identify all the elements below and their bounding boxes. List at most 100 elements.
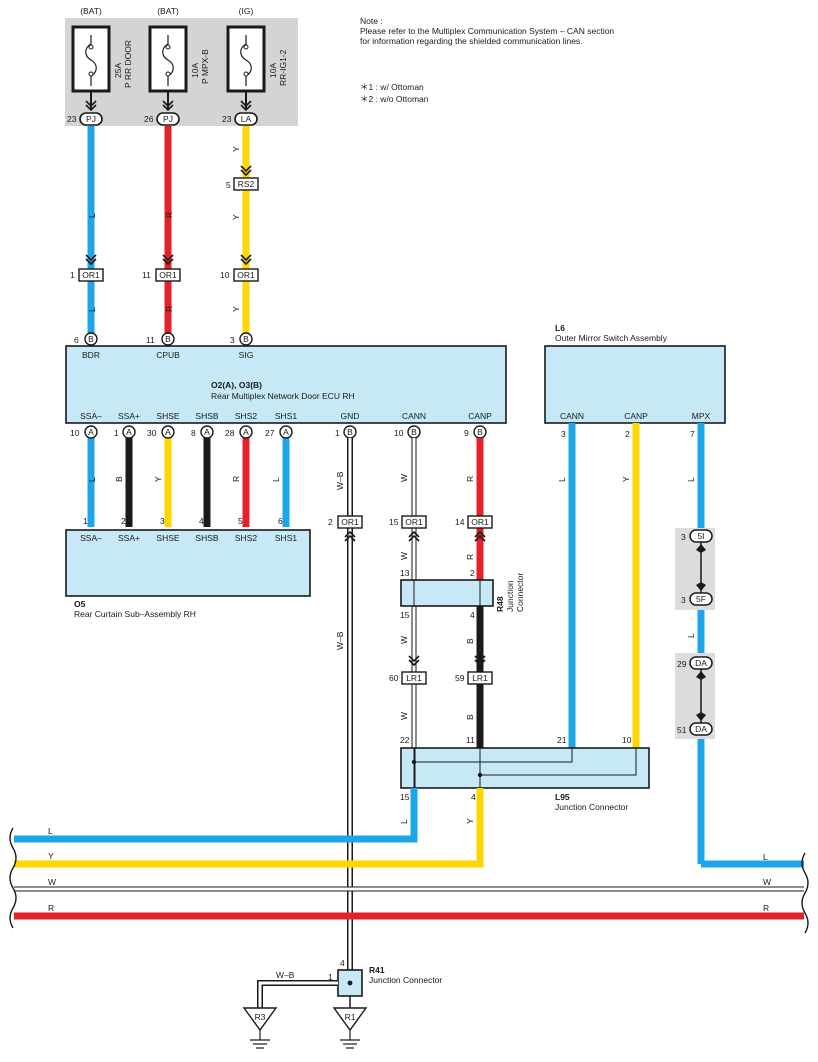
svg-text:29: 29 bbox=[677, 659, 687, 669]
svg-text:27: 27 bbox=[265, 428, 275, 438]
bus-label-l: L bbox=[48, 826, 53, 836]
svg-text:2: 2 bbox=[328, 517, 333, 527]
svg-text:1: 1 bbox=[70, 270, 75, 280]
svg-text:9: 9 bbox=[464, 428, 469, 438]
wire-color-label: L bbox=[87, 477, 97, 482]
l95-pin: 10 bbox=[622, 735, 632, 745]
r48-pin: 15 bbox=[400, 610, 410, 620]
fuse-rating: 10A bbox=[190, 63, 200, 78]
l6-terminal: CANN bbox=[560, 411, 584, 421]
bus-lines bbox=[14, 860, 804, 920]
wire-gnd-r3 bbox=[257, 980, 338, 1008]
wire-color-label: Y bbox=[231, 306, 241, 312]
ecu-pin-b-11: 11 B bbox=[146, 332, 175, 346]
svg-text:R1: R1 bbox=[345, 1012, 356, 1022]
svg-text:10: 10 bbox=[70, 428, 80, 438]
svg-text:A: A bbox=[165, 427, 171, 437]
break-marker-left bbox=[9, 827, 17, 929]
wire-color-label: W bbox=[399, 712, 409, 720]
svg-text:PJ: PJ bbox=[163, 114, 173, 124]
note-heading: Note : bbox=[360, 16, 383, 26]
connector-5i: 3 5I bbox=[681, 529, 713, 543]
wire-color-label: B bbox=[465, 638, 475, 644]
fuse-name: RR-IG1-2 bbox=[278, 49, 288, 86]
wire-color-label: B bbox=[114, 476, 124, 482]
wire-color-label: L bbox=[686, 633, 696, 638]
ecu-box bbox=[65, 345, 507, 424]
note-block: Note : Please refer to the Multiplex Com… bbox=[360, 16, 614, 104]
svg-text:OR1: OR1 bbox=[159, 270, 177, 280]
o5-id: O5 bbox=[74, 599, 86, 609]
svg-text:B: B bbox=[477, 427, 483, 437]
svg-text:2: 2 bbox=[121, 516, 126, 526]
svg-text:B: B bbox=[243, 334, 249, 344]
bus-label-w: W bbox=[48, 877, 56, 887]
l95-box bbox=[400, 747, 650, 789]
svg-text:A: A bbox=[243, 427, 249, 437]
svg-text:B: B bbox=[347, 427, 353, 437]
r48-pin: 13 bbox=[400, 568, 410, 578]
svg-text:LR1: LR1 bbox=[406, 673, 422, 683]
connector-lr1-59: 59 LR1 bbox=[455, 671, 493, 685]
svg-text:6: 6 bbox=[74, 335, 79, 345]
svg-text:5I: 5I bbox=[697, 531, 704, 541]
svg-text:SSA+: SSA+ bbox=[118, 533, 140, 543]
svg-text:OR1: OR1 bbox=[341, 517, 359, 527]
ecu-terminal-bdr: BDR bbox=[82, 350, 100, 360]
wire-color-label: L bbox=[686, 477, 696, 482]
connector-or1-1: 1 OR1 bbox=[70, 268, 104, 282]
connector-pj-23: 23 PJ bbox=[67, 112, 103, 126]
wire-color-label: L bbox=[87, 213, 97, 218]
wire-color-label: W bbox=[399, 636, 409, 644]
r48-box bbox=[400, 579, 494, 607]
wire-color-label: Y bbox=[621, 476, 631, 482]
connector-da-29: 29 DA bbox=[677, 656, 713, 670]
svg-text:SHS2: SHS2 bbox=[235, 533, 257, 543]
svg-text:SHSB: SHSB bbox=[195, 533, 218, 543]
bus-label-r: R bbox=[48, 903, 54, 913]
svg-text:CANN: CANN bbox=[402, 411, 426, 421]
ecu-pin-b-3: 3 B bbox=[230, 332, 253, 346]
wire-color-label: W–B bbox=[276, 970, 295, 980]
connector-la-23: 23 LA bbox=[222, 112, 258, 126]
svg-text:3: 3 bbox=[681, 595, 686, 605]
wire-color-label: R bbox=[164, 306, 174, 312]
svg-text:OR1: OR1 bbox=[405, 517, 423, 527]
wire-color-label: W bbox=[399, 552, 409, 560]
svg-text:28: 28 bbox=[225, 428, 235, 438]
r48-label: R48 Junction Connector bbox=[495, 573, 525, 612]
svg-text:R3: R3 bbox=[255, 1012, 266, 1022]
svg-text:10: 10 bbox=[394, 428, 404, 438]
o5-box bbox=[65, 529, 311, 597]
svg-text:OR1: OR1 bbox=[471, 517, 489, 527]
svg-text:B: B bbox=[165, 334, 171, 344]
note-option: ＊2 : w/o Ottoman bbox=[360, 94, 429, 104]
l95-internal-wiring bbox=[413, 748, 637, 788]
r48-pin: 4 bbox=[470, 610, 475, 620]
wire-l95-l bbox=[14, 788, 418, 843]
wire-color-label: Y bbox=[153, 476, 163, 482]
bus-label-w: W bbox=[763, 877, 771, 887]
svg-text:A: A bbox=[204, 427, 210, 437]
svg-text:11: 11 bbox=[142, 270, 151, 280]
wire-color-label: Y bbox=[465, 818, 475, 824]
r41-name: Junction Connector bbox=[369, 975, 442, 985]
ecu-id: O2(A), O3(B) bbox=[211, 380, 262, 390]
svg-text:5F: 5F bbox=[696, 594, 706, 604]
fuse-bat-2: (BAT) 10A P MPX-B bbox=[148, 6, 210, 93]
svg-text:SHS2: SHS2 bbox=[235, 411, 257, 421]
svg-text:51: 51 bbox=[677, 725, 687, 735]
svg-text:5: 5 bbox=[226, 180, 231, 190]
svg-text:11: 11 bbox=[146, 335, 155, 345]
fuse-source-label: (IG) bbox=[239, 6, 254, 16]
ecu-terminal-sig: SIG bbox=[239, 350, 254, 360]
wire-color-label: R bbox=[465, 554, 475, 560]
svg-text:8: 8 bbox=[191, 428, 196, 438]
svg-text:B: B bbox=[411, 427, 417, 437]
svg-text:SHSE: SHSE bbox=[156, 411, 179, 421]
connector-5f: 3 5F bbox=[681, 592, 713, 606]
l6-pin: 3 bbox=[561, 429, 566, 439]
l6-pin: 2 bbox=[625, 429, 630, 439]
wire-color-label: W bbox=[399, 474, 409, 482]
wire-color-label: R bbox=[465, 476, 475, 482]
